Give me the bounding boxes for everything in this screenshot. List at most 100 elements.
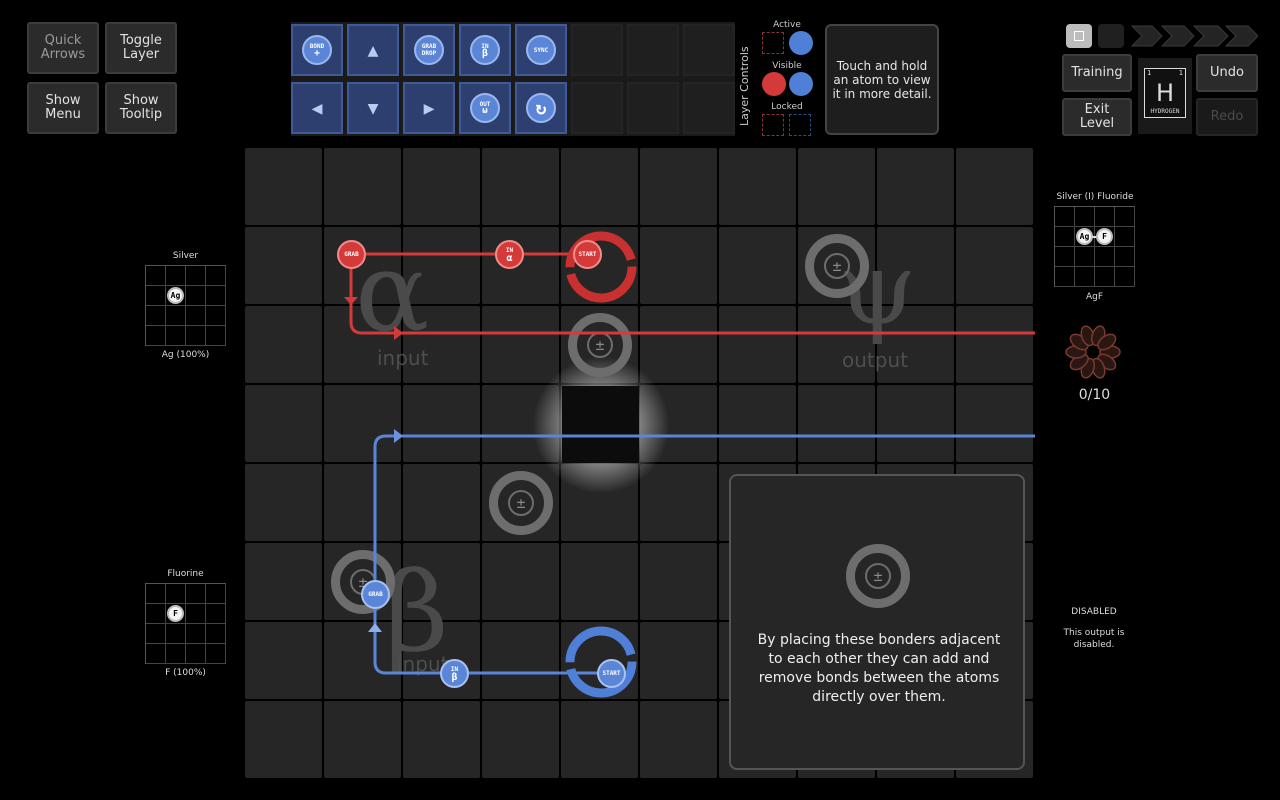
grid-cell[interactable] bbox=[245, 385, 322, 462]
grid-cell[interactable] bbox=[561, 543, 638, 620]
tool-arrow-right[interactable]: ▶ bbox=[403, 82, 455, 134]
grid-cell[interactable] bbox=[482, 543, 559, 620]
grid-cell[interactable] bbox=[403, 306, 480, 383]
speed-arrows-icon[interactable] bbox=[1062, 22, 1258, 48]
grid-cell[interactable] bbox=[640, 148, 717, 225]
grid-cell[interactable] bbox=[324, 622, 401, 699]
highlight-cell[interactable] bbox=[562, 386, 639, 463]
grid-cell[interactable] bbox=[798, 148, 875, 225]
grid-cell[interactable] bbox=[245, 227, 322, 304]
blue-grab-instruction[interactable]: GRAB bbox=[361, 580, 390, 609]
grid-cell[interactable] bbox=[640, 622, 717, 699]
tool-rotate[interactable]: ↻ bbox=[515, 82, 567, 134]
grid-cell[interactable] bbox=[640, 227, 717, 304]
pause-button[interactable] bbox=[1098, 24, 1124, 48]
grid-cell[interactable] bbox=[245, 306, 322, 383]
tool-bond-plus[interactable]: BOND+ bbox=[291, 24, 343, 76]
blue-start-instruction[interactable]: START bbox=[597, 659, 626, 688]
redo-button[interactable]: Redo bbox=[1196, 98, 1258, 136]
grid-cell[interactable] bbox=[245, 148, 322, 225]
grid-cell[interactable] bbox=[324, 385, 401, 462]
exit-level-button[interactable]: Exit Level bbox=[1062, 98, 1132, 136]
grid-cell[interactable] bbox=[877, 385, 954, 462]
stop-button[interactable] bbox=[1066, 24, 1092, 48]
grid-cell[interactable] bbox=[403, 701, 480, 778]
element-tile[interactable]: 1 1 H HYDROGEN bbox=[1138, 58, 1192, 134]
grid-cell[interactable] bbox=[719, 148, 796, 225]
grid-cell[interactable] bbox=[640, 543, 717, 620]
grid-cell[interactable] bbox=[324, 701, 401, 778]
grid-cell[interactable] bbox=[403, 464, 480, 541]
grid-cell[interactable] bbox=[561, 701, 638, 778]
tool-arrow-down[interactable]: ▼ bbox=[347, 82, 399, 134]
bonder[interactable]: ± bbox=[489, 471, 553, 535]
red-grab-instruction[interactable]: GRAB bbox=[337, 240, 366, 269]
toggle-layer-button[interactable]: Toggle Layer bbox=[105, 22, 177, 74]
grid-cell[interactable] bbox=[245, 701, 322, 778]
grid-cell[interactable] bbox=[719, 385, 796, 462]
active-blue-toggle[interactable] bbox=[789, 31, 813, 55]
grid-cell[interactable] bbox=[719, 306, 796, 383]
grid-cell[interactable] bbox=[482, 148, 559, 225]
fluorine-atom: F bbox=[167, 605, 184, 622]
grid-cell[interactable] bbox=[403, 543, 480, 620]
tool-arrow-left[interactable]: ◀ bbox=[291, 82, 343, 134]
grid-cell[interactable] bbox=[640, 306, 717, 383]
mini-grid-cell bbox=[186, 286, 206, 306]
grid-cell[interactable] bbox=[324, 464, 401, 541]
grid-cell[interactable] bbox=[482, 227, 559, 304]
grid-cell[interactable] bbox=[877, 227, 954, 304]
arrow-down-icon: ▼ bbox=[367, 97, 379, 119]
red-start-instruction[interactable]: START bbox=[573, 240, 602, 269]
training-button[interactable]: Training bbox=[1062, 54, 1132, 92]
grid-cell[interactable] bbox=[245, 464, 322, 541]
grid-cell[interactable] bbox=[324, 227, 401, 304]
grid-cell[interactable] bbox=[324, 306, 401, 383]
grid-cell[interactable] bbox=[245, 543, 322, 620]
tool-arrow-up[interactable]: ▲ bbox=[347, 24, 399, 76]
grid-cell[interactable] bbox=[561, 148, 638, 225]
show-menu-button[interactable]: Show Menu bbox=[27, 82, 99, 134]
stop-icon bbox=[1074, 31, 1084, 41]
grid-cell[interactable] bbox=[324, 148, 401, 225]
mini-grid-cell bbox=[1055, 247, 1075, 267]
grid-cell[interactable] bbox=[403, 385, 480, 462]
speed-controls bbox=[1062, 22, 1258, 48]
grid-cell[interactable] bbox=[956, 306, 1033, 383]
bonder[interactable]: ± bbox=[805, 234, 869, 298]
grid-cell[interactable] bbox=[798, 385, 875, 462]
show-tooltip-button[interactable]: Show Tooltip bbox=[105, 82, 177, 134]
visible-red-toggle[interactable] bbox=[762, 72, 786, 96]
tool-sync[interactable]: SYNC bbox=[515, 24, 567, 76]
mini-grid-cell bbox=[146, 306, 166, 326]
undo-button[interactable]: Undo bbox=[1196, 54, 1258, 92]
grid-cell[interactable] bbox=[482, 306, 559, 383]
locked-red-toggle[interactable] bbox=[762, 114, 784, 136]
grid-cell[interactable] bbox=[640, 464, 717, 541]
grid-cell[interactable] bbox=[719, 227, 796, 304]
grid-cell[interactable] bbox=[403, 148, 480, 225]
grid-cell[interactable] bbox=[482, 622, 559, 699]
grid-cell[interactable] bbox=[798, 306, 875, 383]
grid-cell[interactable] bbox=[956, 148, 1033, 225]
grid-cell[interactable] bbox=[482, 701, 559, 778]
quick-arrows-button[interactable]: Quick Arrows bbox=[27, 22, 99, 74]
grid-cell[interactable] bbox=[956, 227, 1033, 304]
grid-cell[interactable] bbox=[640, 701, 717, 778]
tutorial-popup[interactable]: ± By placing these bonders adjacent to e… bbox=[729, 474, 1025, 770]
grid-cell[interactable] bbox=[403, 227, 480, 304]
grid-cell[interactable] bbox=[403, 622, 480, 699]
visible-blue-toggle[interactable] bbox=[789, 72, 813, 96]
grid-cell[interactable] bbox=[956, 385, 1033, 462]
grid-cell[interactable] bbox=[877, 306, 954, 383]
active-red-toggle[interactable] bbox=[762, 32, 784, 54]
locked-blue-toggle[interactable] bbox=[789, 114, 811, 136]
blue-arrow-right-icon bbox=[394, 429, 403, 443]
grid-cell[interactable] bbox=[245, 622, 322, 699]
grid-cell[interactable] bbox=[877, 148, 954, 225]
